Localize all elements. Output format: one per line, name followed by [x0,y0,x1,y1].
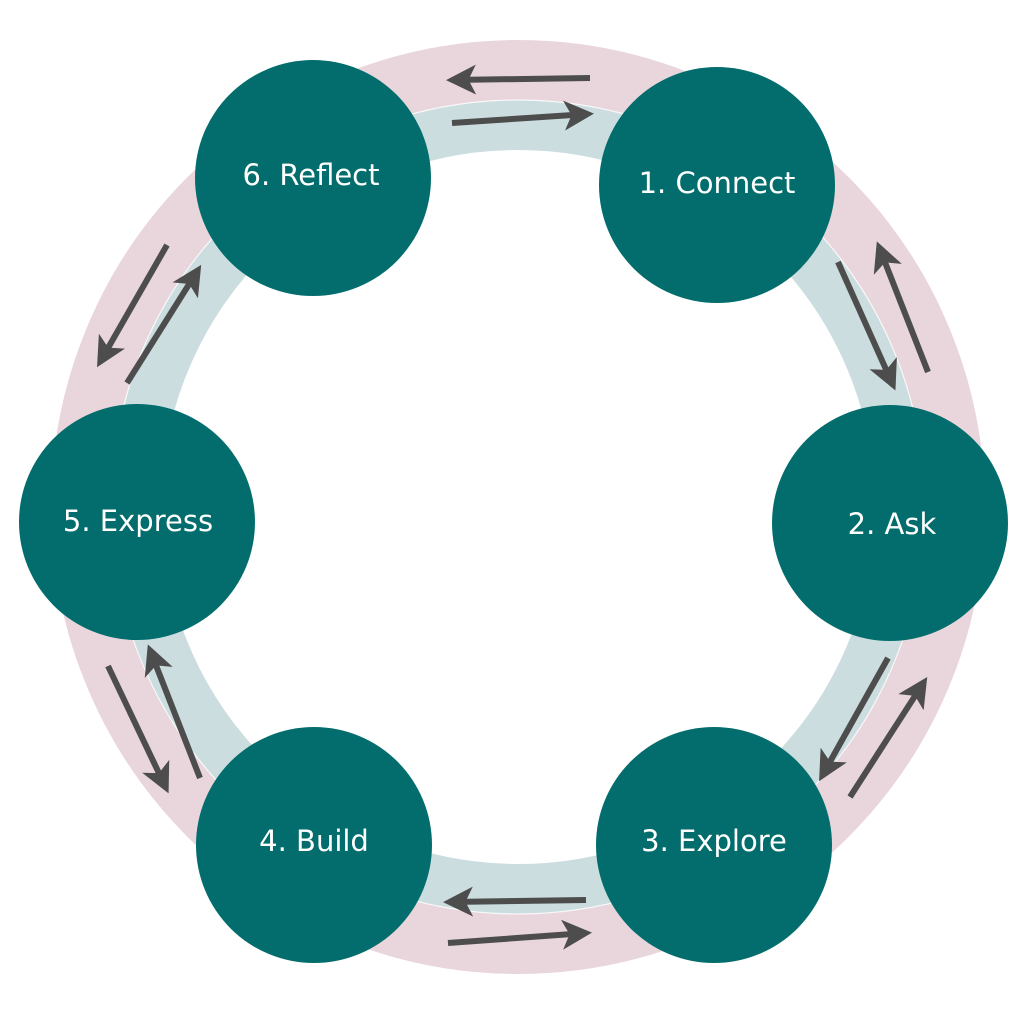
node-build-circle [196,727,432,963]
arrow-reflect-to-express [97,243,170,368]
node-express: 5. Express [19,404,255,640]
node-reflect: 6. Reflect [195,60,431,296]
node-reflect-circle [195,60,431,296]
node-ask-label: 2. Ask [848,507,937,541]
arrow-connect-to-ask [835,260,897,391]
arrow-ask-to-connect [873,241,931,374]
node-explore-label: 3. Explore [641,824,787,858]
node-express-label: 5. Express [63,504,213,538]
arrows [97,64,931,950]
node-connect: 1. Connect [599,67,835,303]
node-connect-label: 1. Connect [639,166,796,200]
arrow-connect-to-reflect [446,64,591,95]
arrow-explore-to-build [443,886,587,917]
node-explore: 3. Explore [596,727,832,963]
arrow-reflect-to-connect [451,100,594,131]
node-connect-circle [599,67,835,303]
node-ask-circle [772,405,1008,641]
node-explore-circle [596,727,832,963]
node-ask: 2. Ask [772,405,1008,641]
arrow-express-to-build [105,664,170,794]
node-reflect-label: 6. Reflect [243,158,380,192]
arrow-build-to-explore [447,919,592,950]
arrow-express-to-reflect [124,264,202,385]
arrow-build-to-express [144,644,203,780]
node-express-circle [19,404,255,640]
nodes: 1. Connect 2. Ask 3. Explore 4. Build 5.… [19,60,1008,963]
arrow-explore-to-ask [847,676,928,799]
arrow-ask-to-explore [819,656,891,782]
node-build: 4. Build [196,727,432,963]
node-build-label: 4. Build [259,824,369,858]
